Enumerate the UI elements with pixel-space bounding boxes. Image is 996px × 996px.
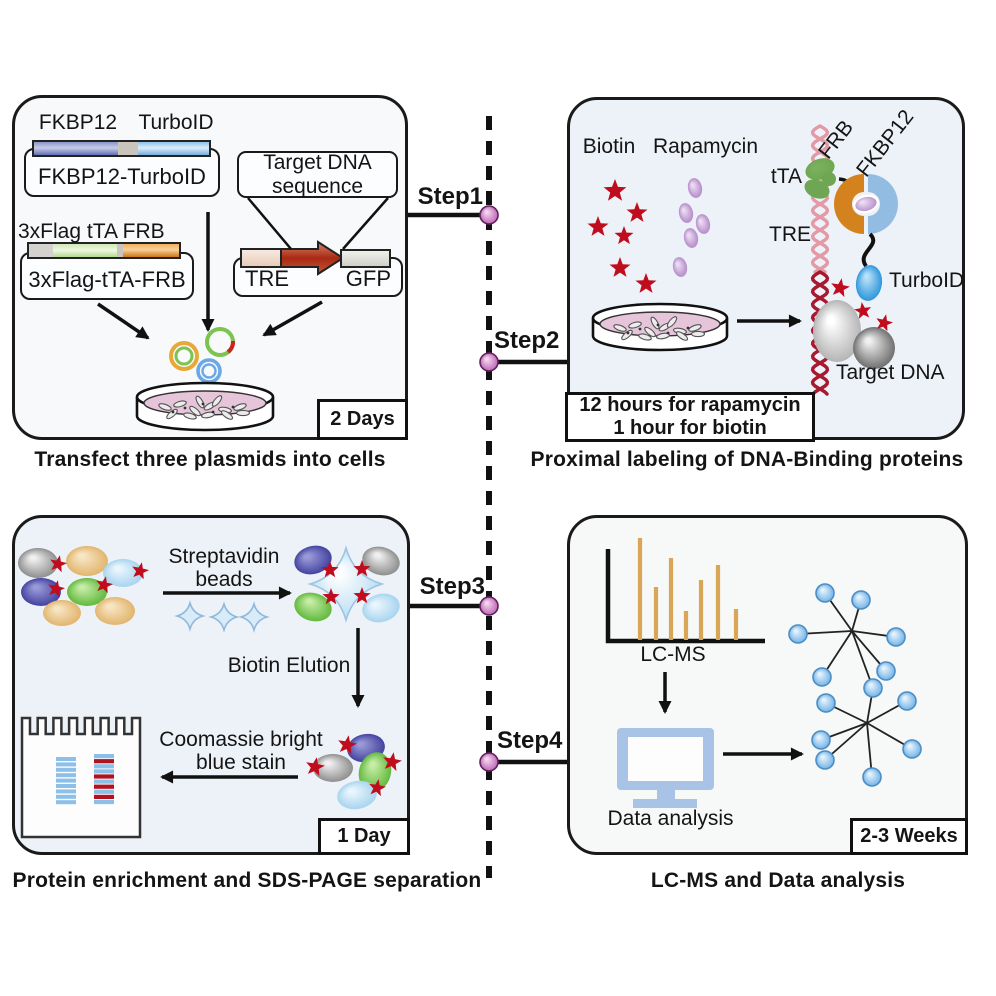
construct-box-tre-gfp: TRE GFP	[233, 257, 403, 297]
callout-line2: sequence	[271, 174, 364, 198]
caption-analysis: LC-MS and Data analysis	[650, 869, 906, 892]
callout-line1: Target DNA	[263, 150, 372, 174]
construct-label-3xflag-tta-frb: 3xFlag-tTA-FRB	[28, 267, 186, 292]
caption-enrichment: Protein enrichment and SDS-PAGE separati…	[12, 869, 482, 892]
step-connectors	[408, 212, 567, 765]
streptavidin-line1: Streptavidin	[168, 545, 280, 568]
label-biotin-elution: Biotin Elution	[227, 654, 351, 677]
label-tre: TRE	[769, 223, 811, 246]
construct-label-fkbp12-turboid: FKBP12-TurboID	[38, 164, 206, 189]
panel-labeling	[567, 97, 965, 440]
label-lcms: LC-MS	[640, 643, 706, 666]
coomassie-line1: Coomassie bright	[159, 728, 323, 751]
callout-target-dna-sequence: Target DNA sequence	[237, 151, 398, 198]
duration-badge-transfection: 2 Days	[317, 399, 408, 440]
step-label-2: Step2	[494, 327, 560, 354]
streptavidin-line2: beads	[195, 567, 253, 591]
duration-text: 2-3 Weeks	[860, 825, 958, 847]
label-turboid-gene: TurboID	[138, 111, 214, 134]
duration-line1: 12 hours for rapamycin	[579, 394, 801, 416]
duration-text: 1 Day	[337, 825, 391, 847]
caption-transfection: Transfect three plasmids into cells	[34, 448, 386, 471]
panel-analysis	[567, 515, 968, 855]
label-target-dna: Target DNA	[836, 361, 945, 384]
label-gfp: GFP	[345, 266, 391, 291]
duration-line2: 1 hour for biotin	[613, 417, 767, 439]
step-label-4: Step4	[497, 727, 563, 754]
label-tre: TRE	[245, 266, 289, 291]
step-label-3: Step3	[419, 573, 485, 600]
label-rapamycin: Rapamycin	[652, 135, 759, 158]
construct-box-fkbp12-turboid: FKBP12-TurboID	[24, 148, 220, 197]
duration-badge-labeling: 12 hours for rapamycin 1 hour for biotin	[565, 392, 815, 442]
label-3xflag-tta-frb-genes: 3xFlag tTA FRB	[18, 220, 165, 243]
label-biotin: Biotin	[582, 135, 636, 158]
label-coomassie: Coomassie bright blue stain	[153, 728, 329, 774]
label-streptavidin-beads: Streptavidin beads	[160, 545, 288, 591]
label-tta: tTA	[770, 165, 802, 188]
construct-box-3xflag-tta-frb: 3xFlag-tTA-FRB	[20, 252, 194, 300]
caption-labeling: Proximal labeling of DNA-Binding protein…	[530, 448, 964, 471]
step-dot-4	[479, 752, 499, 772]
label-turboid: TurboID	[889, 269, 965, 292]
coomassie-line2: blue stain	[196, 750, 286, 774]
step-dot-2	[479, 352, 499, 372]
duration-badge-enrichment: 1 Day	[318, 818, 410, 855]
label-fkbp12-gene: FKBP12	[38, 111, 118, 134]
duration-text: 2 Days	[330, 408, 395, 430]
label-data-analysis: Data analysis	[607, 807, 734, 830]
duration-badge-analysis: 2-3 Weeks	[850, 818, 968, 855]
step-label-1: Step1	[417, 183, 483, 210]
